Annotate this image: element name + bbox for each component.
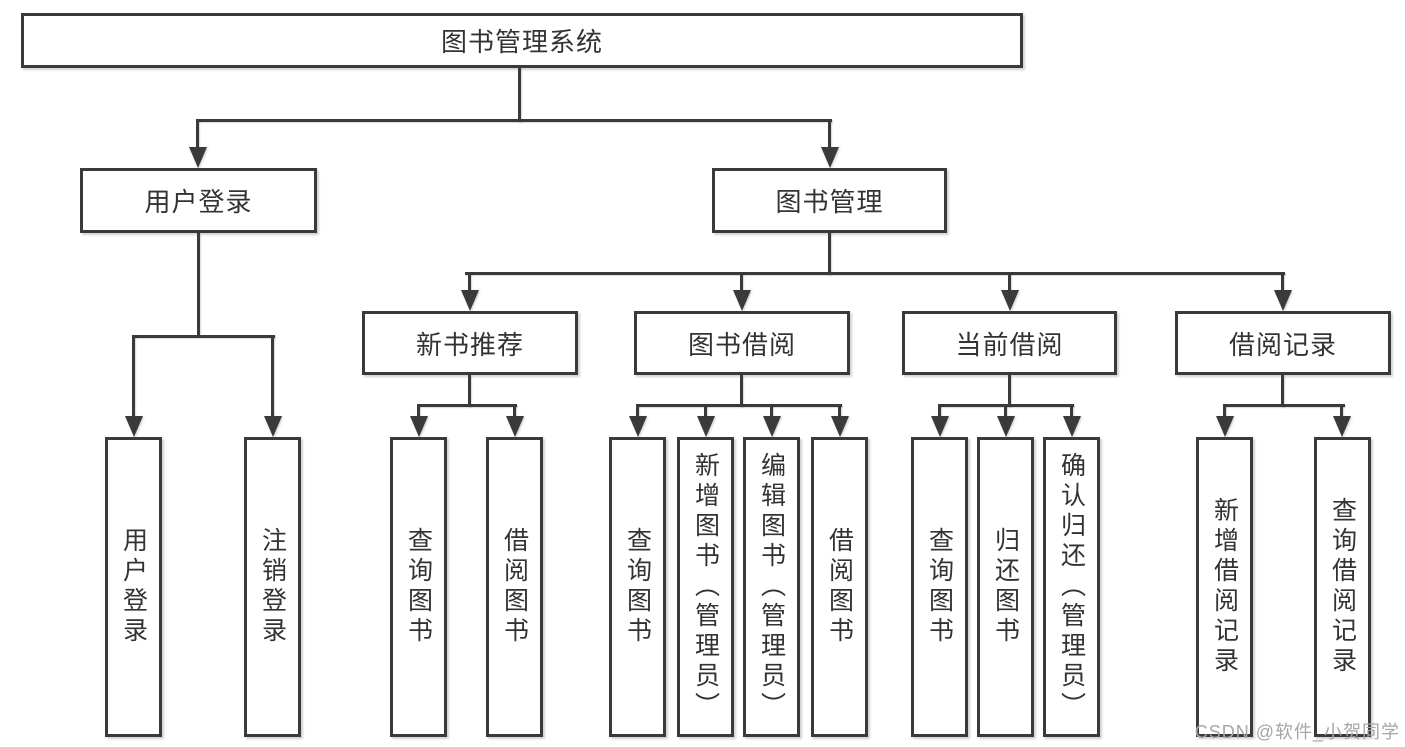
- arrow-down-icon: [189, 147, 207, 168]
- connector-root-vertical: [518, 68, 521, 122]
- node-label: 当前借阅: [955, 329, 1064, 360]
- node-leaf-query-borrow-record: 查询借阅记录: [1314, 437, 1371, 737]
- arrow-down-icon: [410, 416, 428, 437]
- node-leaf-add-book-admin: 新增图书（管理员）: [677, 437, 734, 737]
- arrow-down-icon: [1216, 416, 1234, 437]
- node-label: 新增借阅记录: [1210, 497, 1239, 677]
- connector-stem-leaf-logout: [271, 335, 274, 418]
- node-label: 用户登录: [144, 187, 253, 217]
- node-library-management-system: 图书管理系统: [21, 13, 1023, 68]
- connector-stem-leaf: [1004, 404, 1007, 418]
- connector-stem-leaf: [770, 404, 773, 418]
- node-label: 查询图书: [925, 527, 954, 647]
- node-new-book-recommend: 新书推荐: [362, 311, 578, 375]
- arrow-down-icon: [763, 416, 781, 437]
- node-book-management: 图书管理: [712, 168, 947, 233]
- node-label: 查询图书: [404, 527, 433, 647]
- node-leaf-borrow-book-2: 借阅图书: [811, 437, 868, 737]
- arrow-down-icon: [831, 416, 849, 437]
- connector-stem-leaf: [938, 404, 941, 418]
- arrow-down-icon: [931, 416, 949, 437]
- node-label: 图书借阅: [687, 329, 796, 360]
- connector-book-mgmt-vertical: [828, 232, 831, 275]
- arrow-down-icon: [461, 290, 479, 311]
- connector-stem-current-borrow: [1008, 272, 1011, 292]
- connector-stem-leaf: [417, 404, 420, 418]
- node-leaf-query-book-3: 查询图书: [911, 437, 968, 737]
- node-label: 注销登录: [258, 527, 287, 647]
- node-label: 借阅图书: [825, 527, 854, 647]
- connector-book-borrow-horizontal: [636, 404, 842, 407]
- node-user-login: 用户登录: [80, 168, 317, 233]
- node-label: 图书管理: [775, 187, 884, 217]
- arrow-down-icon: [1001, 290, 1019, 311]
- connector-stem-leaf: [1340, 404, 1343, 418]
- connector-borrow-records-horizontal: [1223, 404, 1345, 407]
- node-leaf-query-book-2: 查询图书: [609, 437, 666, 737]
- connector-current-borrow-vertical: [1008, 375, 1011, 407]
- connector-stem-borrow-records: [1281, 272, 1284, 292]
- connector-stem-book-borrow: [740, 272, 743, 292]
- node-label: 新书推荐: [415, 329, 524, 360]
- node-borrowing-records: 借阅记录: [1175, 311, 1391, 375]
- connector-stem-user-login: [196, 119, 199, 150]
- connector-stem-leaf: [636, 404, 639, 418]
- watermark: CSDN @软件_小贺同学: [1194, 722, 1400, 742]
- arrow-down-icon: [1063, 416, 1081, 437]
- arrow-down-icon: [506, 416, 524, 437]
- arrow-down-icon: [1274, 290, 1292, 311]
- node-label: 编辑图书（管理员）: [757, 452, 786, 722]
- node-leaf-borrow-book-1: 借阅图书: [486, 437, 543, 737]
- connector-stem-book-mgmt: [828, 119, 831, 150]
- node-label: 借阅图书: [500, 527, 529, 647]
- node-book-borrowing: 图书借阅: [634, 311, 850, 375]
- connector-root-horizontal: [197, 119, 832, 122]
- connector-stem-new-book-rec: [468, 272, 471, 292]
- node-label: 新增图书（管理员）: [691, 452, 720, 722]
- arrow-down-icon: [1333, 416, 1351, 437]
- arrow-down-icon: [629, 416, 647, 437]
- node-current-borrowing: 当前借阅: [902, 311, 1117, 375]
- node-leaf-query-book-1: 查询图书: [390, 437, 447, 737]
- connector-user-login-horizontal: [132, 335, 275, 338]
- node-label: 借阅记录: [1228, 329, 1337, 360]
- node-label: 图书管理系统: [440, 27, 603, 57]
- node-leaf-logout: 注销登录: [244, 437, 301, 737]
- connector-stem-leaf: [1070, 404, 1073, 418]
- connector-new-book-rec-vertical: [468, 375, 471, 407]
- node-leaf-return-book: 归还图书: [977, 437, 1034, 737]
- node-label: 用户登录: [119, 527, 148, 647]
- connector-stem-leaf-user-login: [132, 335, 135, 418]
- node-label: 归还图书: [991, 527, 1020, 647]
- connector-new-book-rec-horizontal: [417, 404, 517, 407]
- connector-borrow-records-vertical: [1281, 375, 1284, 407]
- node-leaf-edit-book-admin: 编辑图书（管理员）: [743, 437, 800, 737]
- arrow-down-icon: [697, 416, 715, 437]
- connector-book-borrow-vertical: [740, 375, 743, 407]
- connector-user-login-vertical: [197, 233, 200, 337]
- node-leaf-add-borrow-record: 新增借阅记录: [1196, 437, 1253, 737]
- node-label: 查询借阅记录: [1328, 497, 1357, 677]
- arrow-down-icon: [264, 416, 282, 437]
- connector-stem-leaf: [704, 404, 707, 418]
- node-label: 查询图书: [623, 527, 652, 647]
- connector-stem-leaf: [1223, 404, 1226, 418]
- node-leaf-confirm-return-admin: 确认归还（管理员）: [1043, 437, 1100, 737]
- arrow-down-icon: [125, 416, 143, 437]
- arrow-down-icon: [997, 416, 1015, 437]
- node-label: 确认归还（管理员）: [1057, 452, 1086, 722]
- arrow-down-icon: [821, 147, 839, 168]
- node-leaf-user-login: 用户登录: [105, 437, 162, 737]
- connector-book-mgmt-horizontal: [465, 272, 1285, 275]
- arrow-down-icon: [733, 290, 751, 311]
- connector-stem-leaf: [513, 404, 516, 418]
- connector-stem-leaf: [838, 404, 841, 418]
